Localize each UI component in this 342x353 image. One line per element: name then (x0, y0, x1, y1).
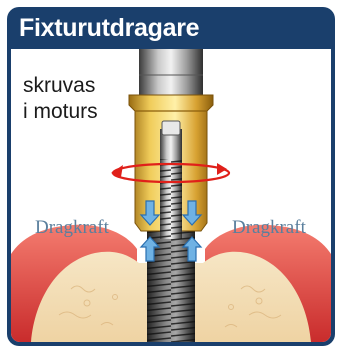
driver-shank (139, 49, 203, 99)
diagram-title: Fixturutdragare (19, 11, 199, 45)
force-label-right: Dragkraft (232, 217, 306, 239)
caption-line-1: skruvas (23, 73, 95, 99)
caption-line-2: i moturs (23, 99, 98, 125)
rotation-arrowhead-left (111, 165, 123, 177)
diagram-frame: Fixturutdragare (7, 7, 335, 346)
illustration-panel: skruvas i moturs Dragkraft Dragkraft (11, 49, 331, 342)
force-label-left: Dragkraft (35, 217, 109, 239)
rotation-arrowhead-right (217, 163, 227, 175)
